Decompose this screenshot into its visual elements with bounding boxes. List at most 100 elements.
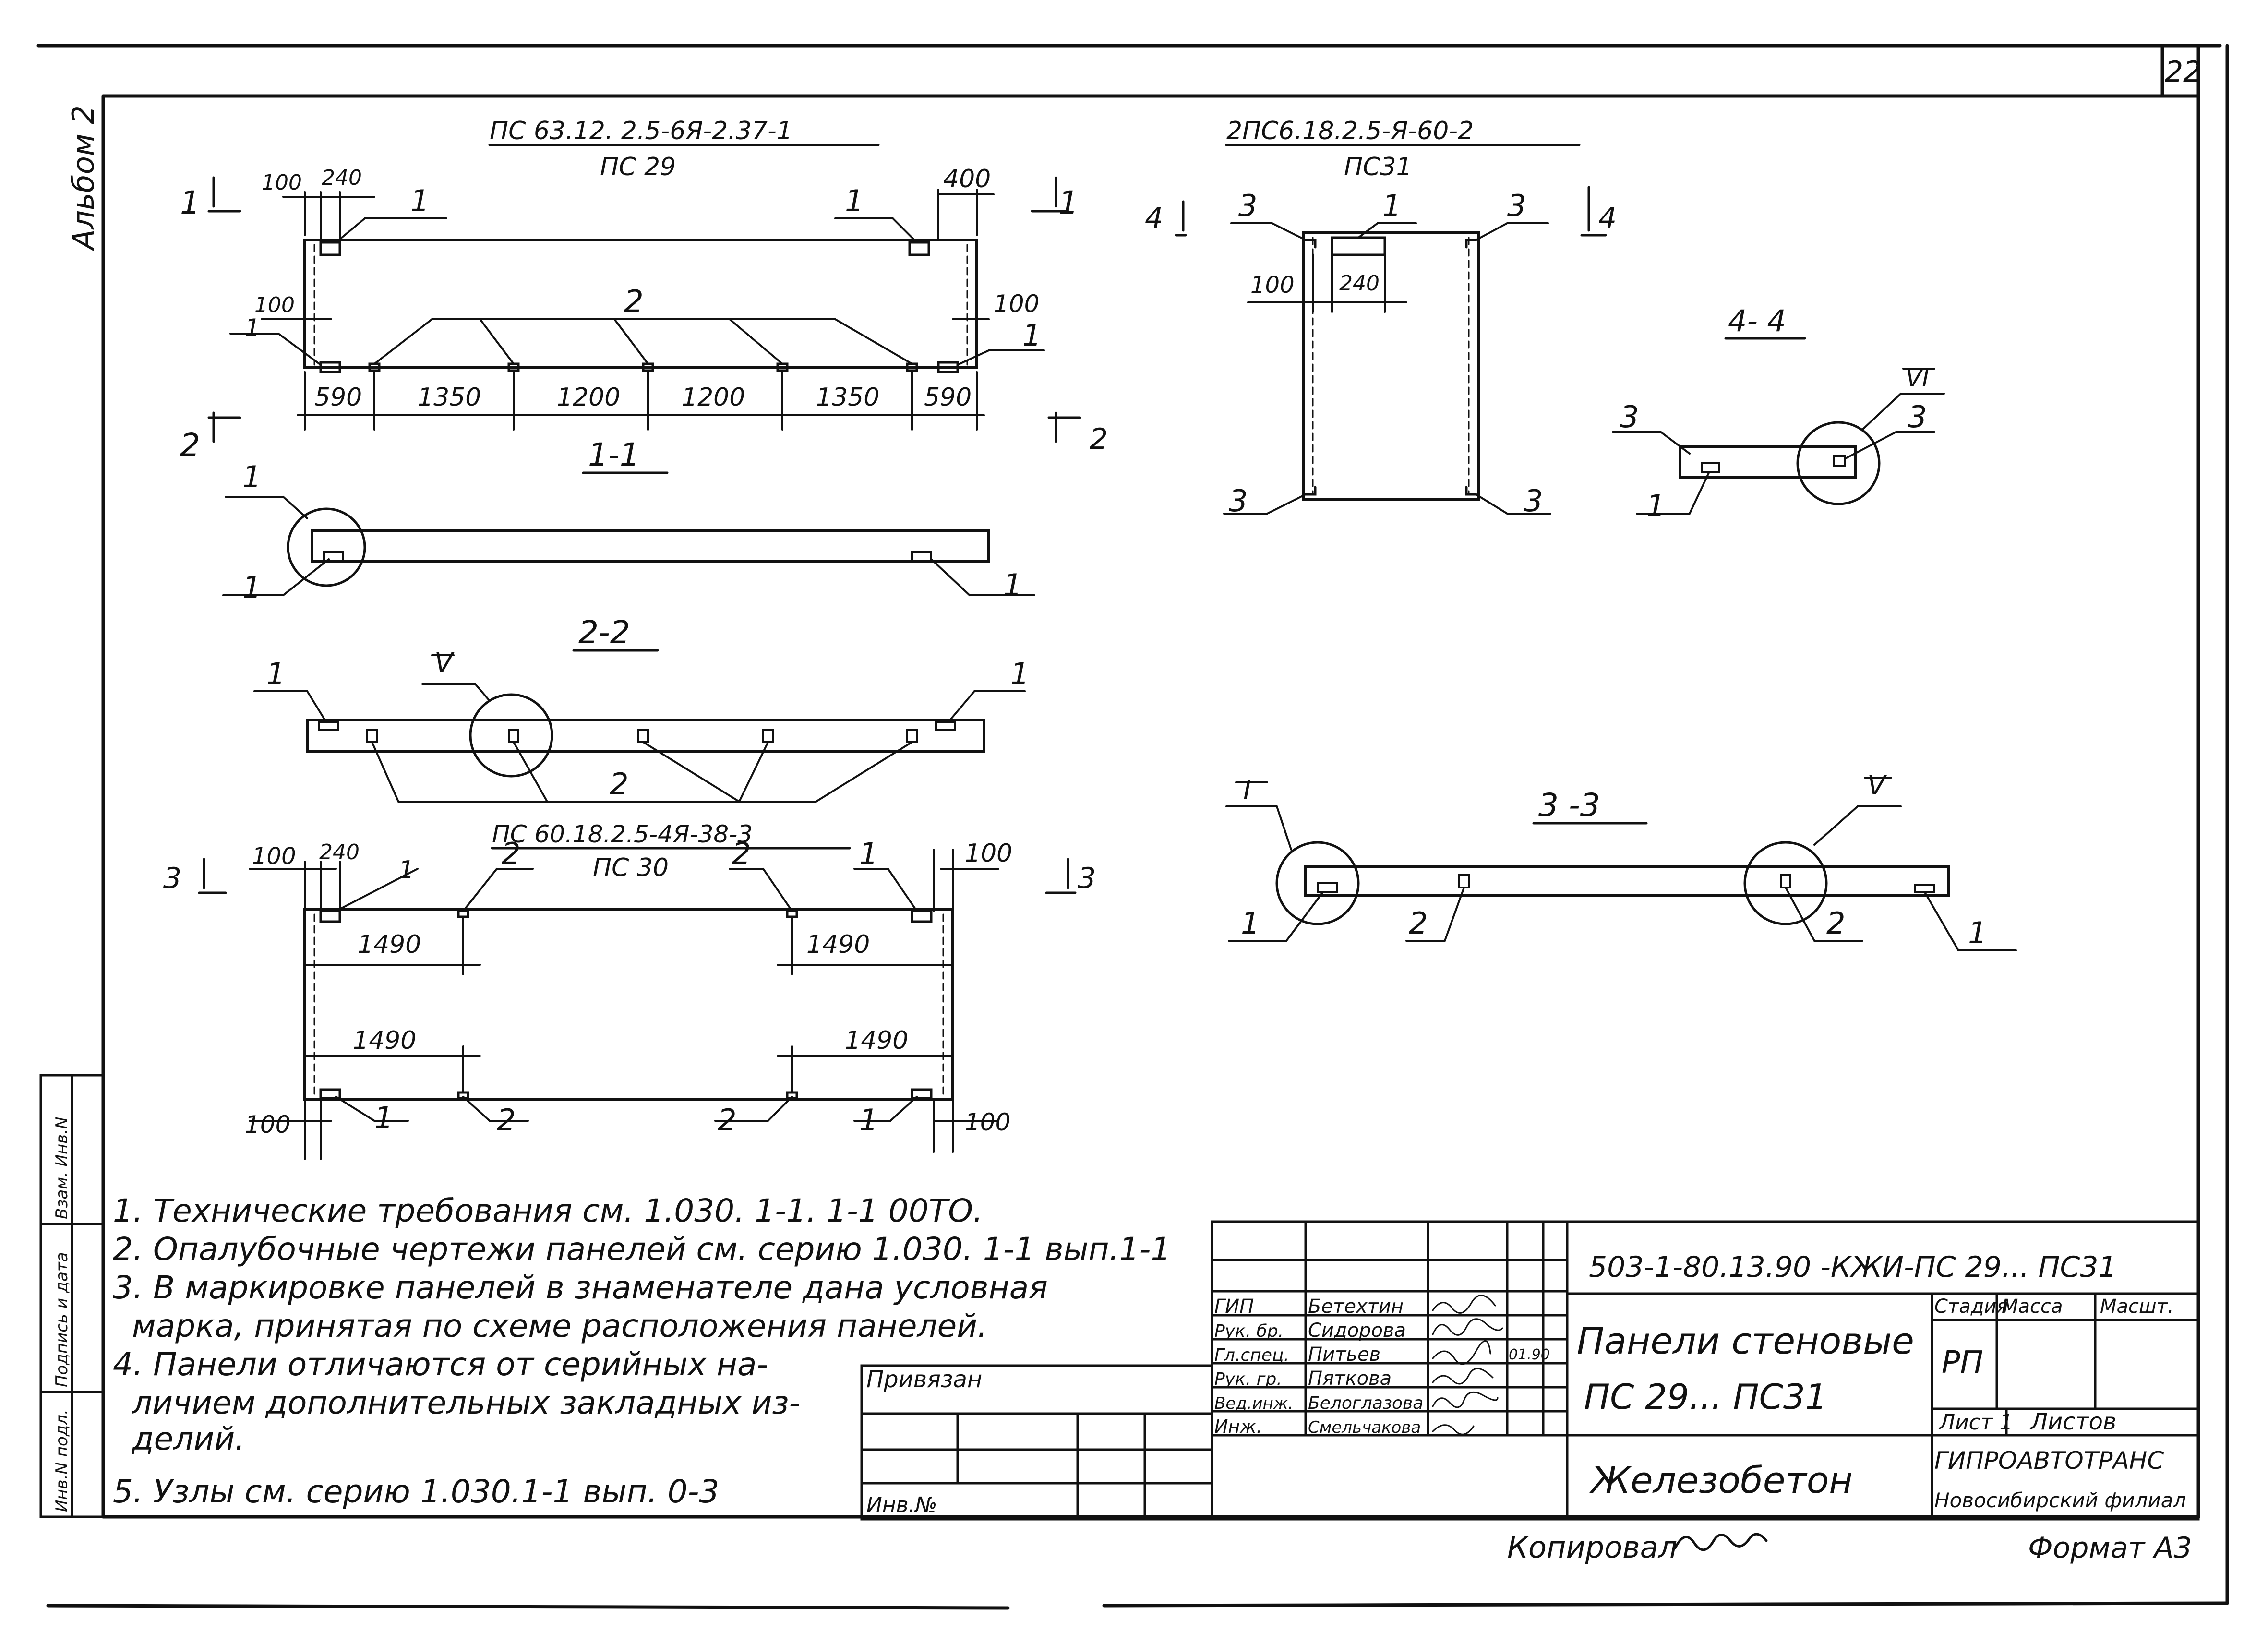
cut-mark-3-right: 3 [1078, 862, 1096, 895]
ps29-callout-1c: 1 [245, 314, 260, 342]
ps30-dim-1490b: 1490 [806, 930, 870, 959]
copier-signature [1674, 1533, 1768, 1551]
ps31-mark: 2ПС6.18.2.5-Я-60-2 [1226, 117, 1474, 145]
tb-material: Железобетон [1589, 1459, 1853, 1501]
tb-sheet-label: Лист 1 [1938, 1410, 2013, 1435]
s44-callout-3b: 3 [1908, 399, 1927, 434]
binding-inv-no: Инв.№ [866, 1493, 937, 1517]
note-3: 3. В маркировке панелей в знаменателе да… [113, 1269, 1048, 1306]
section-3-3: 3 -3 I 1 2 2 V 1 [1225, 770, 2017, 951]
ps29-code: ПС 29 [600, 153, 676, 181]
s33-callout-2a: 2 [1409, 906, 1428, 941]
note-5: 5. Узлы см. серию 1.030.1-1 вып. 0-3 [113, 1473, 719, 1510]
s11-callout-1a: 1 [242, 459, 261, 494]
tb-org-branch: Новосибирский филиал [1934, 1488, 2186, 1512]
panel-ps29-plan: ПС 63.12. 2.5-6Я-2.37-1 ПС 29 2 [180, 117, 1108, 464]
ps30-callout-2c: 2 [497, 1103, 516, 1138]
ps30-dim-100a: 100 [252, 843, 296, 870]
staff-signatures [1432, 1295, 1503, 1435]
tb-stage-header: Стадия [1934, 1296, 2008, 1318]
s33-callout-1b: 1 [1968, 915, 1987, 950]
ps29-callout-1b: 1 [845, 183, 864, 218]
tb-scale-header: Масшт. [2100, 1296, 2174, 1318]
ps30-callout-2d: 2 [718, 1103, 736, 1138]
ps29-dim-400: 400 [943, 165, 991, 193]
s22-callout-1b: 1 [1010, 656, 1029, 691]
footer-copied: Копировал [1507, 1530, 1677, 1565]
staff-name: Пяткова [1308, 1368, 1392, 1390]
ps29-dim-100c: 100 [994, 290, 1039, 318]
cut-mark-2-left: 2 [180, 427, 200, 464]
ps30-callout-1b: 1 [859, 836, 878, 871]
ps29-dim-b4: 1350 [816, 383, 879, 412]
tb-title-line1: Панели стеновые [1577, 1320, 1914, 1362]
ps30-dim-100b: 100 [965, 839, 1012, 868]
s22-callout-1a: 1 [266, 656, 285, 691]
ps30-dim-1490c: 1490 [353, 1026, 416, 1055]
ps30-dim-240: 240 [319, 840, 360, 864]
ps31-callout-3b: 3 [1507, 188, 1526, 223]
title-block: 503-1-80.13.90 -КЖИ-ПС 29... ПС31 Панели… [1211, 1220, 2200, 1521]
ps30-callout-1a: 1 [398, 856, 414, 885]
binding-box: Привязан Инв.№ [860, 1364, 1213, 1521]
note-1: 1. Технические требования см. 1.030. 1-1… [113, 1192, 983, 1229]
note-3-cont: марка, принятая по схеме расположения па… [132, 1308, 987, 1344]
s33-callout-1a: 1 [1241, 906, 1260, 941]
stamp-signature-date: Подпись и дата [52, 1252, 72, 1387]
tb-staff-list: ГИП Бетехтин Рук. бр. Сидорова Гл.спец. … [1214, 1296, 1550, 1437]
tb-sheets-label: Листов [2029, 1408, 2116, 1435]
ps29-dim-b3: 1200 [682, 383, 745, 412]
staff-name: Бетехтин [1308, 1296, 1404, 1318]
staff-role: Вед.инж. [1214, 1394, 1293, 1413]
ps31-callout-3d: 3 [1524, 483, 1543, 518]
section-4-4: 4- 4 3 1 VI 3 [1612, 303, 1945, 523]
note-4: 4. Панели отличаются от серийных на- [113, 1346, 768, 1383]
section-2-2-label: 2-2 [578, 614, 630, 651]
section-3-3-label: 3 -3 [1538, 787, 1600, 824]
ps30-callout-1d: 1 [859, 1103, 878, 1138]
ps29-mark: ПС 63.12. 2.5-6Я-2.37-1 [490, 117, 792, 145]
ps30-dim-1490a: 1490 [358, 930, 421, 959]
cut-mark-4-left: 4 [1145, 202, 1163, 235]
stamp-inv-original: Инв.N подл. [52, 1409, 72, 1512]
ps30-dim-100c: 100 [245, 1111, 290, 1139]
stamp-replaces-inv: Взам. Инв.N [52, 1117, 72, 1219]
tb-org-name: ГИПРОАВТОТРАНС [1934, 1447, 2164, 1475]
s11-callout-1b: 1 [242, 570, 261, 605]
sheet-number: 22 [2165, 55, 2201, 89]
ps30-dim-1490d: 1490 [845, 1026, 908, 1055]
ps30-callout-2b: 2 [732, 836, 751, 871]
tb-designation: 503-1-80.13.90 -КЖИ-ПС 29... ПС31 [1589, 1250, 2117, 1284]
ps31-callout-3a: 3 [1238, 188, 1257, 223]
footer-format: Формат А3 [2028, 1531, 2192, 1565]
ps30-callout-2a: 2 [502, 836, 520, 871]
staff-name: Питьев [1308, 1344, 1380, 1366]
cut-mark-4-right: 4 [1598, 202, 1617, 235]
note-2: 2. Опалубочные чертежи панелей см. серию… [113, 1231, 1171, 1268]
general-notes: 1. Технические требования см. 1.030. 1-1… [113, 1192, 1171, 1510]
s33-node-V: V [1867, 770, 1887, 801]
note-4-cont-a: личием дополнительных закладных из- [131, 1384, 800, 1421]
ps31-code: ПС31 [1344, 153, 1412, 181]
ps29-dim-b5: 590 [924, 383, 972, 412]
cut-mark-1-left: 1 [180, 184, 200, 221]
ps29-dim-b1: 1350 [418, 383, 481, 412]
ps30-mark: ПС 60.18.2.5-4Я-38-3 [492, 820, 753, 848]
panel-ps31-plan: 2ПС6.18.2.5-Я-60-2 ПС31 3 1 3 3 3 [1145, 117, 1617, 518]
sheet-frame [36, 44, 2229, 1610]
staff-role: Рук. бр. [1214, 1321, 1284, 1341]
binding-attached: Привязан [866, 1366, 982, 1393]
ps30-callout-1c: 1 [374, 1100, 393, 1135]
staff-name: Смельчакова [1308, 1418, 1421, 1437]
tb-stage: РП [1942, 1345, 1983, 1380]
staff-role: Рук. гр. [1214, 1369, 1282, 1389]
s11-callout-1c: 1 [1003, 567, 1022, 602]
note-4-cont-b: делий. [132, 1420, 245, 1457]
ps30-code: ПС 30 [593, 853, 669, 882]
s33-node-I: I [1243, 775, 1251, 806]
cut-mark-3-left: 3 [163, 862, 181, 895]
section-2-2: 2-2 1 1 V 2 [253, 614, 1029, 803]
side-stamp: Взам. Инв.N Подпись и дата Инв.N подл. [39, 1074, 105, 1518]
staff-name: Сидорова [1308, 1320, 1406, 1342]
section-1-1-label: 1-1 [588, 436, 640, 473]
